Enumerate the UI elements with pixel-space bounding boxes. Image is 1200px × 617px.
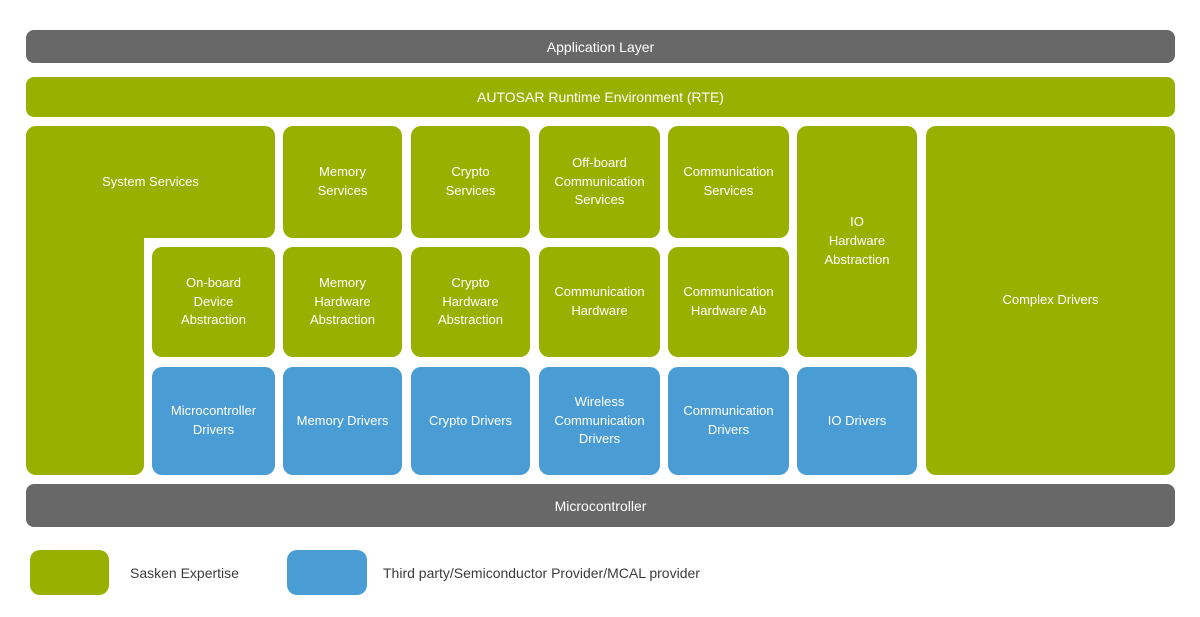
block-crypto-hardware-abstraction: Crypto Hardware Abstraction [411,247,530,357]
block-label: IO Drivers [827,412,887,428]
block-label: Memory Services [317,164,368,198]
microcontroller-label: Microcontroller [554,497,647,514]
legend-label-sasken: Sasken Expertise [130,550,239,595]
block-label: Off-board Communication Services [554,154,645,208]
legend-swatch-sasken [30,550,109,595]
legend-label-third-party: Third party/Semiconductor Provider/MCAL … [383,550,700,595]
block-memory-services: Memory Services [283,126,402,238]
block-crypto-drivers: Crypto Drivers [411,367,530,475]
block-label: Communication Hardware [554,284,645,318]
block-label: On-board Device Abstraction [180,274,247,328]
legend-text: Third party/Semiconductor Provider/MCAL … [383,564,700,581]
rte-bar: AUTOSAR Runtime Environment (RTE) [26,77,1175,117]
block-label: Crypto Hardware Abstraction [437,274,504,328]
application-layer-label: Application Layer [546,38,655,55]
microcontroller-bar: Microcontroller [26,484,1175,527]
block-wireless-communication-drivers: Wireless Communication Drivers [539,367,660,475]
block-label: IO Hardware Abstraction [824,214,890,267]
block-label: System Services [102,173,199,189]
block-communication-hardware: Communication Hardware [539,247,660,357]
block-label: Communication Hardware Ab [683,284,774,318]
block-label: Memory Drivers [296,412,389,428]
block-microcontroller-drivers: Microcontroller Drivers [152,367,275,475]
rte-label: AUTOSAR Runtime Environment (RTE) [477,89,724,105]
block-label: Communication Services [683,164,774,198]
block-label: Crypto Services [445,164,496,198]
block-label: Complex Drivers [1002,292,1099,308]
block-communication-services: Communication Services [668,126,789,238]
block-memory-hardware-abstraction: Memory Hardware Abstraction [283,247,402,357]
block-label: Microcontroller Drivers [170,403,257,437]
block-offboard-communication-services: Off-board Communication Services [539,126,660,238]
legend-swatch-third-party [287,550,367,595]
legend-text: Sasken Expertise [130,564,239,581]
block-communication-hardware-ab: Communication Hardware Ab [668,247,789,357]
block-label: Crypto Drivers [428,412,513,428]
block-communication-drivers: Communication Drivers [668,367,789,475]
block-memory-drivers: Memory Drivers [283,367,402,475]
block-label: Memory Hardware Abstraction [309,274,376,328]
block-label: Communication Drivers [683,403,774,437]
block-system-services: System Services [26,126,275,238]
block-complex-drivers: Complex Drivers [926,126,1175,475]
block-io-hardware-abstraction: IO Hardware Abstraction [797,126,917,357]
block-crypto-services: Crypto Services [411,126,530,238]
block-label: Wireless Communication Drivers [554,393,645,447]
application-layer-bar: Application Layer [26,30,1175,63]
block-onboard-device-abstraction: On-board Device Abstraction [152,247,275,357]
block-io-drivers: IO Drivers [797,367,917,475]
